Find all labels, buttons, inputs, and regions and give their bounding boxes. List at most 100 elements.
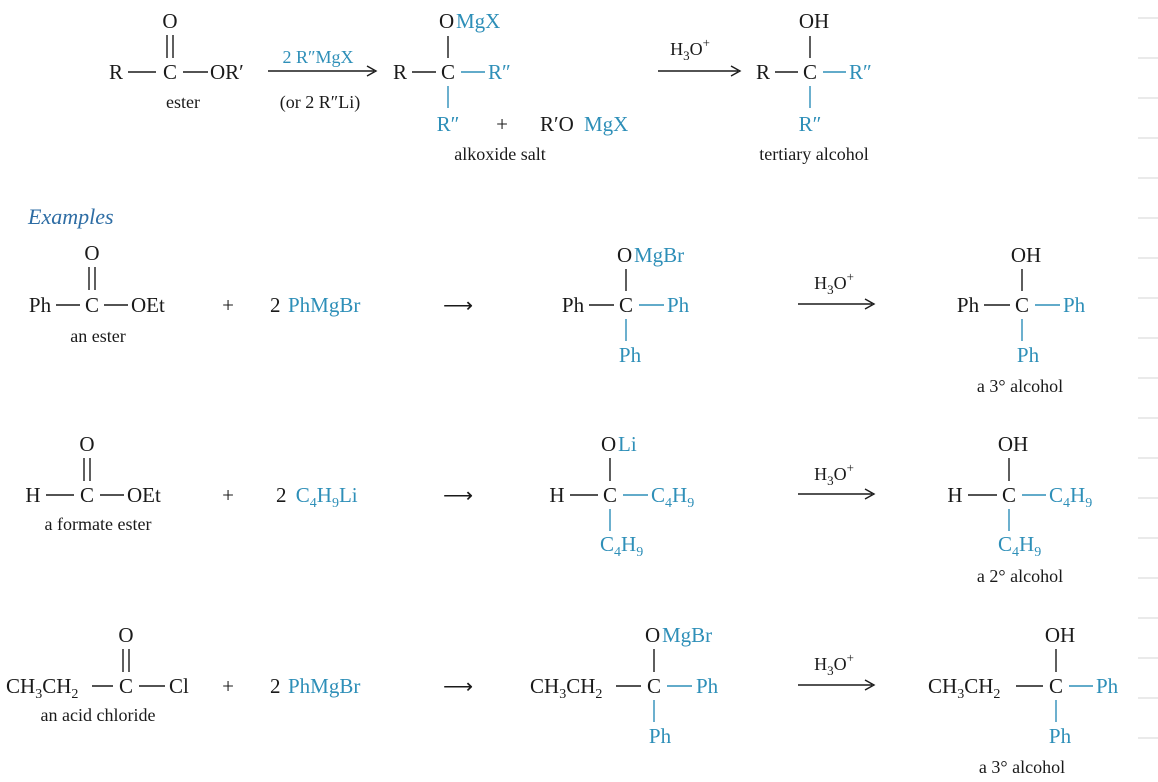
- example-3: O CH3CH2 C Cl an acid chloride + 2 Ph MgB…: [6, 623, 1119, 777]
- example1-phenyl-left: Ph: [29, 293, 52, 317]
- salt-right-r-group: R″: [488, 60, 511, 84]
- example3-int-phenyl-right: Ph: [696, 674, 719, 698]
- e2p-9: 9: [1085, 496, 1092, 511]
- example3-product: OH CH3CH2 C Ph Ph a 3° alcohol: [928, 623, 1119, 777]
- e2ib-4: 4: [614, 545, 621, 560]
- example1-ester-label: an ester: [70, 326, 125, 346]
- example2-intermediate: O Li H C C4H9 C4H9: [549, 432, 694, 560]
- hydronium-label: H3O+: [670, 35, 710, 63]
- e3-hcharge: +: [847, 650, 854, 665]
- e3-ch2: CH: [42, 674, 71, 698]
- example3-carbonyl-oxygen: O: [118, 623, 133, 647]
- example1-alkoxide-metal: MgBr: [634, 243, 684, 267]
- e3-hsub: 3: [827, 663, 834, 678]
- example1-product: OH Ph C Ph Ph a 3° alcohol: [957, 243, 1086, 396]
- e3p-3: 3: [957, 687, 964, 702]
- example1-prod-phenyl-right: Ph: [1063, 293, 1086, 317]
- e3i-ch3: CH: [530, 674, 559, 698]
- example1-int-carbon: C: [619, 293, 633, 317]
- example3-reagent-coefficient: 2: [270, 674, 281, 698]
- example2-int-carbon: C: [603, 483, 617, 507]
- example2-prod-hydrogen: H: [947, 483, 962, 507]
- general-tertiary-alcohol: OH R C R″ R″ tertiary alcohol: [756, 9, 872, 164]
- general-alkoxide-salt: O MgX R C R″ R″ + R′O MgX alkoxide salt: [393, 9, 628, 164]
- example3-chloride-label: an acid chloride: [41, 705, 156, 725]
- example1-int-phenyl-right: Ph: [667, 293, 690, 317]
- example3-prod-propyl-chain: CH3CH2: [928, 674, 1000, 702]
- e3i-3: 3: [559, 687, 566, 702]
- e2-c: C: [296, 483, 310, 507]
- example3-hydroxyl: OH: [1045, 623, 1075, 647]
- e2-coef: 2: [276, 483, 287, 507]
- example3-arrow: ⟶: [443, 674, 473, 698]
- e1-charge: +: [847, 269, 854, 284]
- e1-sub: 3: [827, 282, 834, 297]
- example-1: O Ph C OEt an ester + 2 PhMgBr ⟶ O MgBr …: [29, 241, 1086, 396]
- example3-intermediate: O MgBr CH3CH2 C Ph Ph: [530, 623, 719, 748]
- e2ib-9: 9: [636, 545, 643, 560]
- grignard-reagent-label: 2 R″MgX: [282, 47, 353, 67]
- e2-sub4: 4: [310, 496, 317, 511]
- example1-prod-phenyl-left: Ph: [957, 293, 980, 317]
- e2i-c: C: [651, 483, 665, 507]
- tertiary-alcohol-label: tertiary alcohol: [759, 144, 868, 164]
- general-reaction: O R C OR′ ester 2 R″MgX (or 2 R″Li) O Mg…: [109, 9, 872, 164]
- example2-alkoxide-metal: Li: [618, 432, 637, 456]
- alkoxide-salt-label: alkoxide salt: [454, 144, 545, 164]
- example2-alkoxide-oxygen: O: [601, 432, 616, 456]
- e3p-ch2: CH: [964, 674, 993, 698]
- example3-alkoxide-metal: MgBr: [662, 623, 712, 647]
- example2-int-butyl-right: C4H9: [651, 483, 694, 511]
- example1-reagent: PhMgBr: [288, 293, 360, 317]
- example3-propyl-chain: CH3CH2: [6, 674, 78, 702]
- e2i-4: 4: [665, 496, 672, 511]
- general-ester: O R C OR′ ester: [109, 9, 244, 112]
- e2-sub9: 9: [332, 496, 339, 511]
- example2-hydrogen: H: [25, 483, 40, 507]
- example1-prod-phenyl-bottom: Ph: [1017, 343, 1040, 367]
- e3p-ch3: CH: [928, 674, 957, 698]
- example1-acid-arrow: H3O+: [798, 269, 876, 310]
- example2-prod-carbon: C: [1002, 483, 1016, 507]
- example2-carbonyl-oxygen: O: [79, 432, 94, 456]
- example3-int-propyl-chain: CH3CH2: [530, 674, 602, 702]
- alcohol-carbon: C: [803, 60, 817, 84]
- ester-carbon: C: [163, 60, 177, 84]
- example1-int-phenyl-bottom: Ph: [619, 343, 642, 367]
- example3-acid-arrow: H3O+: [798, 650, 876, 691]
- example2-product-label: a 2° alcohol: [977, 566, 1063, 586]
- e2pb-4: 4: [1012, 545, 1019, 560]
- e2p-h: H: [1070, 483, 1085, 507]
- example2-hydronium: H3O+: [814, 460, 854, 488]
- example3-prod-phenyl-bottom: Ph: [1049, 724, 1072, 748]
- example3-acid-chloride: O CH3CH2 C Cl an acid chloride: [6, 623, 189, 725]
- hydronium-subscript: 3: [683, 48, 690, 63]
- alcohol-right-r-group: R″: [849, 60, 872, 84]
- example3-prod-phenyl-right: Ph: [1096, 674, 1119, 698]
- example2-plus: +: [222, 483, 234, 507]
- example1-reagent-coefficient: 2: [270, 293, 281, 317]
- example3-prod-carbon: C: [1049, 674, 1063, 698]
- salt-r-group: R: [393, 60, 407, 84]
- example1-arrow: ⟶: [443, 293, 473, 317]
- e2p-4: 4: [1063, 496, 1070, 511]
- e2-hsub: 3: [827, 473, 834, 488]
- example2-arrow: ⟶: [443, 483, 473, 507]
- e2-li: Li: [339, 483, 358, 507]
- e2pb-9: 9: [1034, 545, 1041, 560]
- example3-int-carbon: C: [647, 674, 661, 698]
- e3-hh: H: [814, 654, 827, 674]
- e2ib-h: H: [621, 532, 636, 556]
- example3-alkoxide-oxygen: O: [645, 623, 660, 647]
- example1-plus: +: [222, 293, 234, 317]
- e2p-c: C: [1049, 483, 1063, 507]
- e2i-9: 9: [687, 496, 694, 511]
- example1-hydroxyl: OH: [1011, 243, 1041, 267]
- salt-bottom-r-group: R″: [437, 112, 460, 136]
- carbonyl-oxygen: O: [162, 9, 177, 33]
- example2-acid-arrow: H3O+: [798, 460, 876, 500]
- example3-chlorine: Cl: [169, 674, 189, 698]
- salt-carbon: C: [441, 60, 455, 84]
- alkoxide-oxygen: O: [439, 9, 454, 33]
- example1-hydronium: H3O+: [814, 269, 854, 297]
